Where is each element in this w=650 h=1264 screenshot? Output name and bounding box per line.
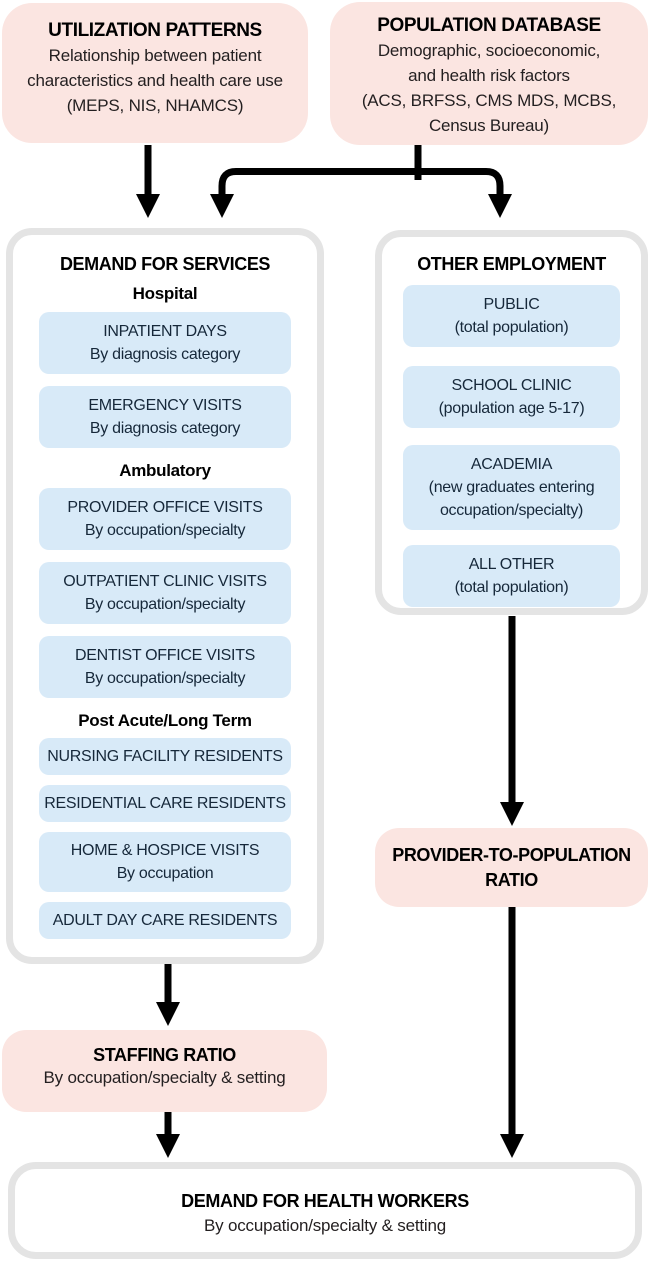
population-database-box: POPULATION DATABASE Demographic, socioec… <box>330 2 648 145</box>
service-item-dentist-office-visits: DENTIST OFFICE VISITS By occupation/spec… <box>39 636 291 698</box>
employment-item-school-clinic: SCHOOL CLINIC (population age 5-17) <box>403 366 620 428</box>
population-database-description: Demographic, socioeconomic, and health r… <box>361 41 617 135</box>
ambulatory-section-heading: Ambulatory <box>119 461 211 480</box>
utilization-patterns-title: UTILIZATION PATTERNS <box>48 20 262 41</box>
demand-for-health-workers-box: DEMAND FOR HEALTH WORKERS By occupation/… <box>8 1162 642 1259</box>
service-item-emergency-visits: EMERGENCY VISITS By diagnosis category <box>39 386 291 448</box>
service-item-residential-care-residents: RESIDENTIAL CARE RESIDENTS <box>39 785 291 822</box>
provider-to-population-ratio-box: PROVIDER-TO-POPULATION RATIO <box>375 828 648 907</box>
hospital-section-heading: Hospital <box>132 284 198 303</box>
utilization-patterns-description: Relationship between patient characteris… <box>27 46 283 115</box>
demand-for-services-title: DEMAND FOR SERVICES <box>59 254 271 274</box>
employment-item-all-other: ALL OTHER (total population) <box>403 545 620 607</box>
service-item-home-hospice-visits: HOME & HOSPICE VISITS By occupation <box>39 832 291 892</box>
arrow-services-to-staffing <box>156 964 180 1026</box>
demand-for-health-workers-title: DEMAND FOR HEALTH WORKERS <box>181 1191 469 1211</box>
employment-item-public: PUBLIC (total population) <box>403 285 620 347</box>
utilization-patterns-box: UTILIZATION PATTERNS Relationship betwee… <box>2 3 308 143</box>
service-item-adult-day-care-residents: ADULT DAY CARE RESIDENTS <box>39 902 291 939</box>
service-item-outpatient-clinic-visits: OUTPATIENT CLINIC VISITS By occupation/s… <box>39 562 291 624</box>
arrow-utilization-to-services <box>136 145 160 218</box>
service-item-nursing-facility-residents: NURSING FACILITY RESIDENTS <box>39 738 291 775</box>
other-employment-panel: OTHER EMPLOYMENT PUBLIC (total populatio… <box>375 230 648 615</box>
demand-for-services-panel: DEMAND FOR SERVICES Hospital INPATIENT D… <box>6 228 324 964</box>
demand-for-health-workers-subtitle: By occupation/specialty & setting <box>204 1216 446 1235</box>
post-acute-section-heading: Post Acute/Long Term <box>78 711 252 730</box>
provider-to-population-ratio-title: PROVIDER-TO-POPULATION RATIO <box>392 845 631 890</box>
employment-item-academia: ACADEMIA (new graduates entering occupat… <box>403 445 620 530</box>
arrow-other-to-provider-ratio <box>500 616 524 826</box>
arrow-population-branch <box>210 144 512 218</box>
arrow-staffing-to-demand-workers <box>156 1112 180 1158</box>
staffing-ratio-title: STAFFING RATIO <box>93 1045 236 1065</box>
other-employment-title: OTHER EMPLOYMENT <box>417 254 606 274</box>
service-item-provider-office-visits: PROVIDER OFFICE VISITS By occupation/spe… <box>39 488 291 550</box>
population-database-title: POPULATION DATABASE <box>377 15 601 36</box>
staffing-ratio-box: STAFFING RATIO By occupation/specialty &… <box>2 1030 327 1112</box>
arrow-provider-ratio-to-demand-workers <box>500 906 524 1158</box>
staffing-ratio-subtitle: By occupation/specialty & setting <box>43 1068 286 1087</box>
service-item-inpatient-days: INPATIENT DAYS By diagnosis category <box>39 312 291 374</box>
